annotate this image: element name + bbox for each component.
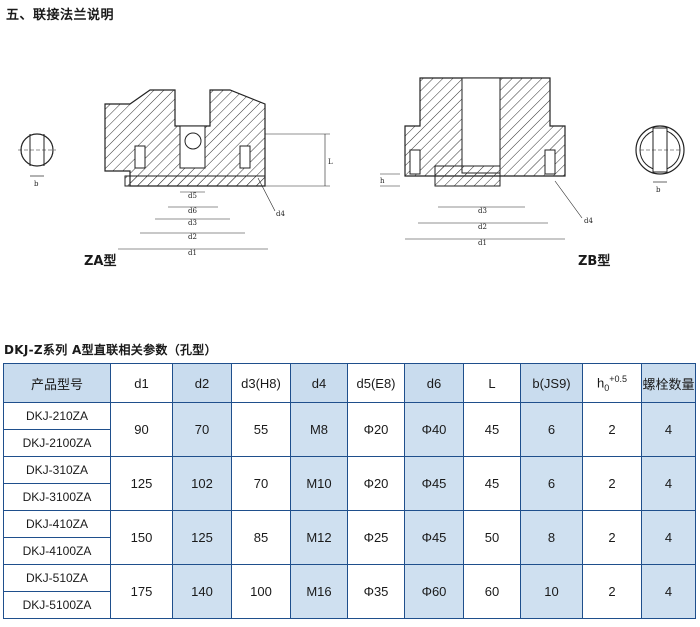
cell-d6: Φ60 — [404, 564, 464, 619]
za-L-label: L — [328, 158, 333, 166]
cell-bolts: 4 — [641, 510, 696, 565]
header-bolts: 螺栓数量 — [641, 363, 696, 403]
header-L: L — [463, 363, 521, 403]
cell-d4: M10 — [290, 456, 348, 511]
zb-end-view: b — [635, 125, 685, 194]
header-h0-sub: 0 — [604, 382, 610, 393]
zb-d1-label: d1 — [478, 239, 487, 247]
cell-d5: Φ25 — [347, 510, 405, 565]
cell-h0: 2 — [582, 564, 642, 619]
header-model: 产品型号 — [3, 363, 111, 403]
table-row: DKJ-5100ZA — [3, 591, 696, 619]
cell-d2: 102 — [172, 456, 232, 511]
header-d4: d4 — [290, 363, 348, 403]
cell-d5: Φ35 — [347, 564, 405, 619]
model-cell: DKJ-210ZA — [3, 402, 111, 430]
za-d1-label: d1 — [188, 249, 197, 257]
zb-type-label: ZB型 — [578, 254, 611, 269]
cell-bolts: 4 — [641, 564, 696, 619]
flange-drawing: b L d5 d6 d3 d2 d1 d4 h — [18, 77, 685, 257]
cell-L: 45 — [463, 402, 521, 457]
cell-d6: Φ40 — [404, 402, 464, 457]
zb-d2-label: d2 — [478, 223, 487, 231]
header-d5: d5(E8) — [347, 363, 405, 403]
cell-L: 45 — [463, 456, 521, 511]
cell-d1: 150 — [110, 510, 173, 565]
model-cell: DKJ-5100ZA — [3, 591, 111, 619]
za-d2-label: d2 — [188, 233, 197, 241]
model-cell: DKJ-310ZA — [3, 456, 111, 484]
cell-L: 50 — [463, 510, 521, 565]
cell-h0: 2 — [582, 510, 642, 565]
cell-b: 8 — [520, 510, 583, 565]
header-h0-base: h — [596, 374, 605, 390]
header-h0-sup: +0.5 — [609, 373, 628, 384]
cell-d3: 55 — [231, 402, 291, 457]
parameter-table: 产品型号 d1 d2 d3(H8) d4 d5(E8) d6 L b(JS9) … — [3, 363, 696, 619]
model-cell: DKJ-4100ZA — [3, 537, 111, 565]
cell-d1: 90 — [110, 402, 173, 457]
cell-d3: 100 — [231, 564, 291, 619]
cell-h0: 2 — [582, 402, 642, 457]
cell-bolts: 4 — [641, 456, 696, 511]
table-row: DKJ-2100ZA — [3, 429, 696, 457]
za-d3-label: d3 — [188, 219, 197, 227]
model-cell: DKJ-410ZA — [3, 510, 111, 538]
za-d5-label: d5 — [188, 192, 197, 200]
header-d2: d2 — [172, 363, 232, 403]
cell-d6: Φ45 — [404, 456, 464, 511]
cell-d2: 70 — [172, 402, 232, 457]
cell-d4: M12 — [290, 510, 348, 565]
zb-section: h d3 d2 d1 d4 — [380, 77, 593, 247]
cell-d4: M8 — [290, 402, 348, 457]
cell-bolts: 4 — [641, 402, 696, 457]
za-d4-label: d4 — [276, 210, 285, 218]
cell-d5: Φ20 — [347, 402, 405, 457]
za-d6-label: d6 — [188, 207, 197, 215]
cell-b: 6 — [520, 456, 583, 511]
table-header-row: 产品型号 d1 d2 d3(H8) d4 d5(E8) d6 L b(JS9) … — [3, 363, 696, 403]
cell-b: 10 — [520, 564, 583, 619]
zb-d3-label: d3 — [478, 207, 487, 215]
cell-L: 60 — [463, 564, 521, 619]
cell-d6: Φ45 — [404, 510, 464, 565]
model-cell: DKJ-2100ZA — [3, 429, 111, 457]
header-h0: h0+0.5 — [582, 363, 642, 403]
cell-d3: 85 — [231, 510, 291, 565]
model-cell: DKJ-510ZA — [3, 564, 111, 592]
cell-d2: 125 — [172, 510, 232, 565]
header-d3: d3(H8) — [231, 363, 291, 403]
cell-h0: 2 — [582, 456, 642, 511]
cell-d3: 70 — [231, 456, 291, 511]
za-section: L d5 d6 d3 d2 d1 d4 — [104, 89, 333, 257]
cell-b: 6 — [520, 402, 583, 457]
header-d1: d1 — [110, 363, 173, 403]
table-row: DKJ-4100ZA — [3, 537, 696, 565]
cell-d2: 140 — [172, 564, 232, 619]
section-heading: 五、联接法兰说明 — [6, 8, 115, 23]
table-row: DKJ-3100ZA — [3, 483, 696, 511]
za-end-b-label: b — [34, 180, 39, 188]
table-title: DKJ-Z系列 A型直联相关参数（孔型） — [4, 343, 217, 357]
zb-end-b-label: b — [656, 186, 661, 194]
cell-d1: 125 — [110, 456, 173, 511]
cell-d1: 175 — [110, 564, 173, 619]
za-type-label: ZA型 — [84, 254, 117, 269]
zb-d4-label: d4 — [584, 217, 593, 225]
za-end-view: b — [18, 133, 56, 188]
zb-h-label: h — [380, 177, 385, 185]
header-d6: d6 — [404, 363, 464, 403]
header-b: b(JS9) — [520, 363, 583, 403]
model-cell: DKJ-3100ZA — [3, 483, 111, 511]
cell-d5: Φ20 — [347, 456, 405, 511]
cell-d4: M16 — [290, 564, 348, 619]
